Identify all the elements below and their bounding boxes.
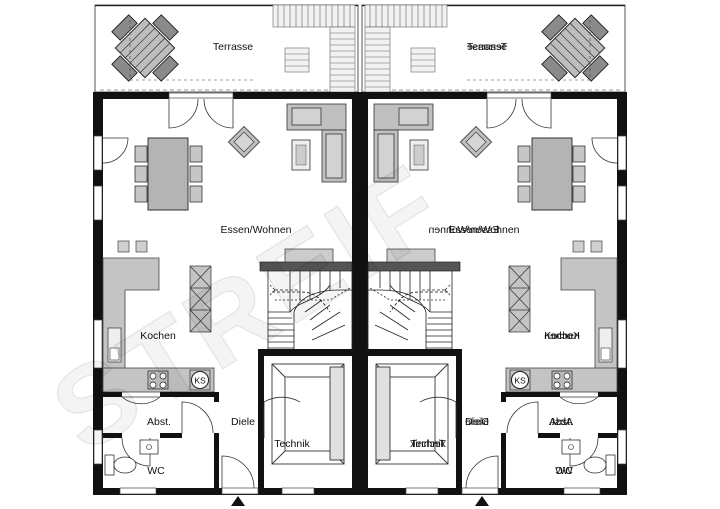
living-label-right: Essen/Wohnen [448,224,519,236]
svg-text:KS: KS [514,376,526,386]
terrace-label-right: Terrasse [467,41,507,53]
fridge-label-right: KS [511,371,529,389]
wc-label-right: WC [555,465,573,477]
technical-label-right: Technik [410,438,446,450]
storage-label-right: Abst. [549,416,573,428]
hall-label-right: Diele [465,416,489,428]
kitchen-label-right: Kochen [544,330,580,342]
